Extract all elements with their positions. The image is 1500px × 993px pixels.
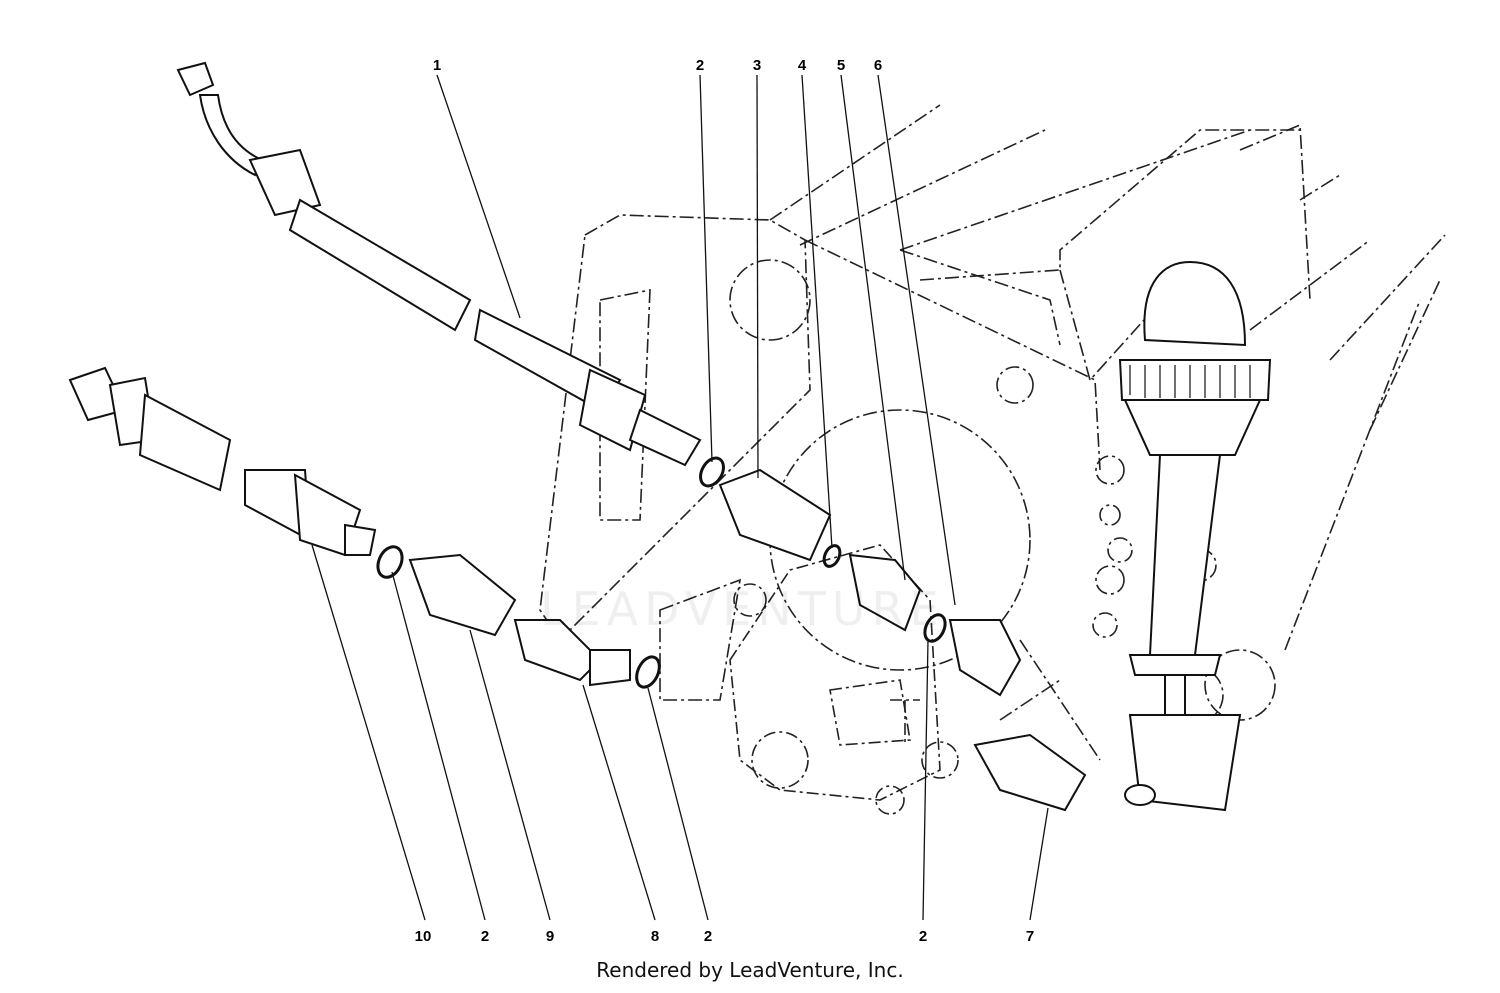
callout-7: 7 [1026,928,1034,945]
pump-body [729,544,959,815]
upper-hose [176,61,702,467]
lower-hose [68,366,377,557]
leader-lines [311,74,1049,921]
callout-8: 8 [651,928,659,945]
callout-10: 10 [415,928,432,945]
callout-4: 4 [798,57,807,74]
callout-2-top: 2 [696,57,704,74]
watermark: LEADVENTURE [540,582,945,636]
steering-column [1118,260,1272,812]
callout-3: 3 [753,57,761,74]
callout-2-bottom-c: 2 [919,928,927,945]
callout-2-bottom-b: 2 [704,928,712,945]
callout-6: 6 [874,57,882,74]
callout-2-bottom-a: 2 [481,928,489,945]
callout-5: 5 [837,57,845,74]
callout-labels: 1 2 3 4 5 6 10 2 9 8 2 2 7 [415,57,1035,945]
callout-9: 9 [546,928,554,945]
fittings [408,468,1087,812]
callout-1: 1 [433,57,441,74]
o-rings [376,456,947,689]
footer-credit: Rendered by LeadVenture, Inc. [596,958,904,982]
